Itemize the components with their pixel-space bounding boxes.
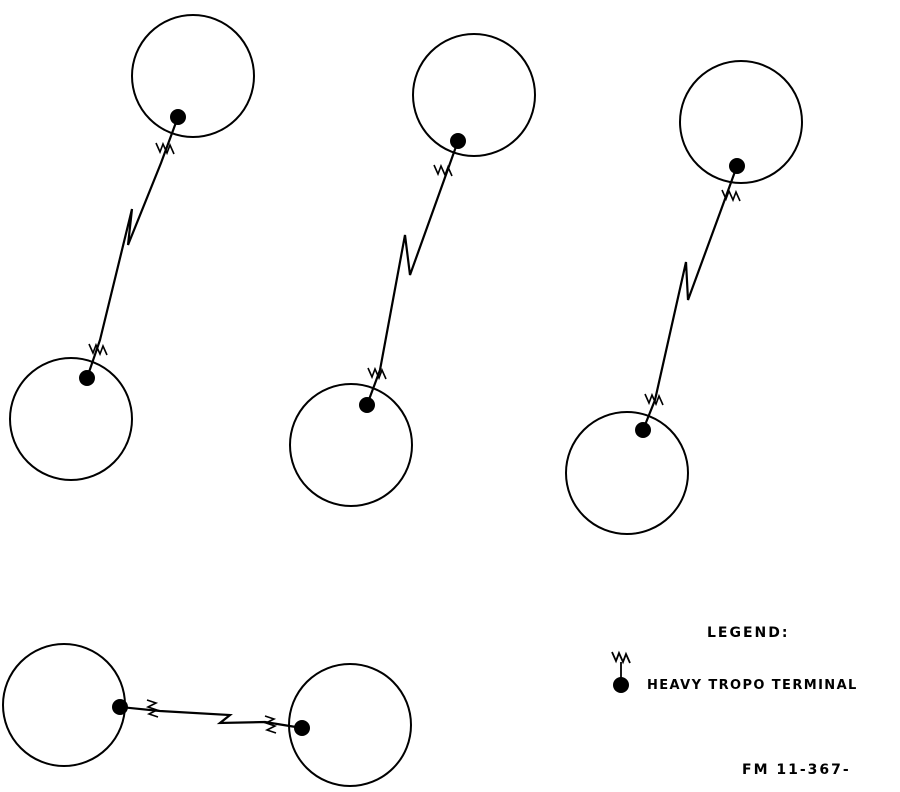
figure-id: FM 11-367- bbox=[742, 762, 851, 778]
antenna-icon bbox=[145, 699, 160, 718]
legend-title: LEGEND: bbox=[707, 625, 790, 641]
area-circle bbox=[289, 383, 413, 507]
tropo-link-1 bbox=[9, 14, 255, 481]
area-circle bbox=[9, 357, 133, 481]
antenna-icon bbox=[88, 342, 108, 357]
legend-item-heavy-tropo-terminal: HEAVY TROPO TERMINAL bbox=[647, 678, 858, 693]
antenna-icon bbox=[433, 163, 453, 178]
terminal-dot bbox=[635, 422, 651, 438]
antenna-icon bbox=[367, 366, 387, 381]
antenna-icon bbox=[155, 141, 175, 156]
terminal-dot bbox=[170, 109, 186, 125]
antenna-icon bbox=[721, 188, 741, 203]
terminal-dot bbox=[359, 397, 375, 413]
terminal-dot bbox=[112, 699, 128, 715]
terminal-dot bbox=[450, 133, 466, 149]
terminal-dot bbox=[79, 370, 95, 386]
area-circle bbox=[565, 411, 689, 535]
area-circle bbox=[679, 60, 803, 184]
radio-link-line bbox=[365, 140, 460, 406]
area-circle bbox=[131, 14, 255, 138]
terminal-dot bbox=[294, 720, 310, 736]
antenna-icon bbox=[263, 715, 278, 734]
area-circle bbox=[412, 33, 536, 157]
area-circle bbox=[2, 643, 126, 767]
terminal-dot bbox=[729, 158, 745, 174]
tropo-link-2 bbox=[289, 33, 536, 507]
radio-link-line bbox=[119, 705, 303, 730]
tropo-link-3 bbox=[565, 60, 803, 535]
tropo-link-4 bbox=[2, 643, 412, 787]
radio-link-line bbox=[641, 165, 739, 431]
radio-link-line bbox=[85, 116, 180, 379]
heavy-tropo-terminal-icon bbox=[611, 650, 631, 693]
antenna-icon bbox=[644, 392, 664, 407]
